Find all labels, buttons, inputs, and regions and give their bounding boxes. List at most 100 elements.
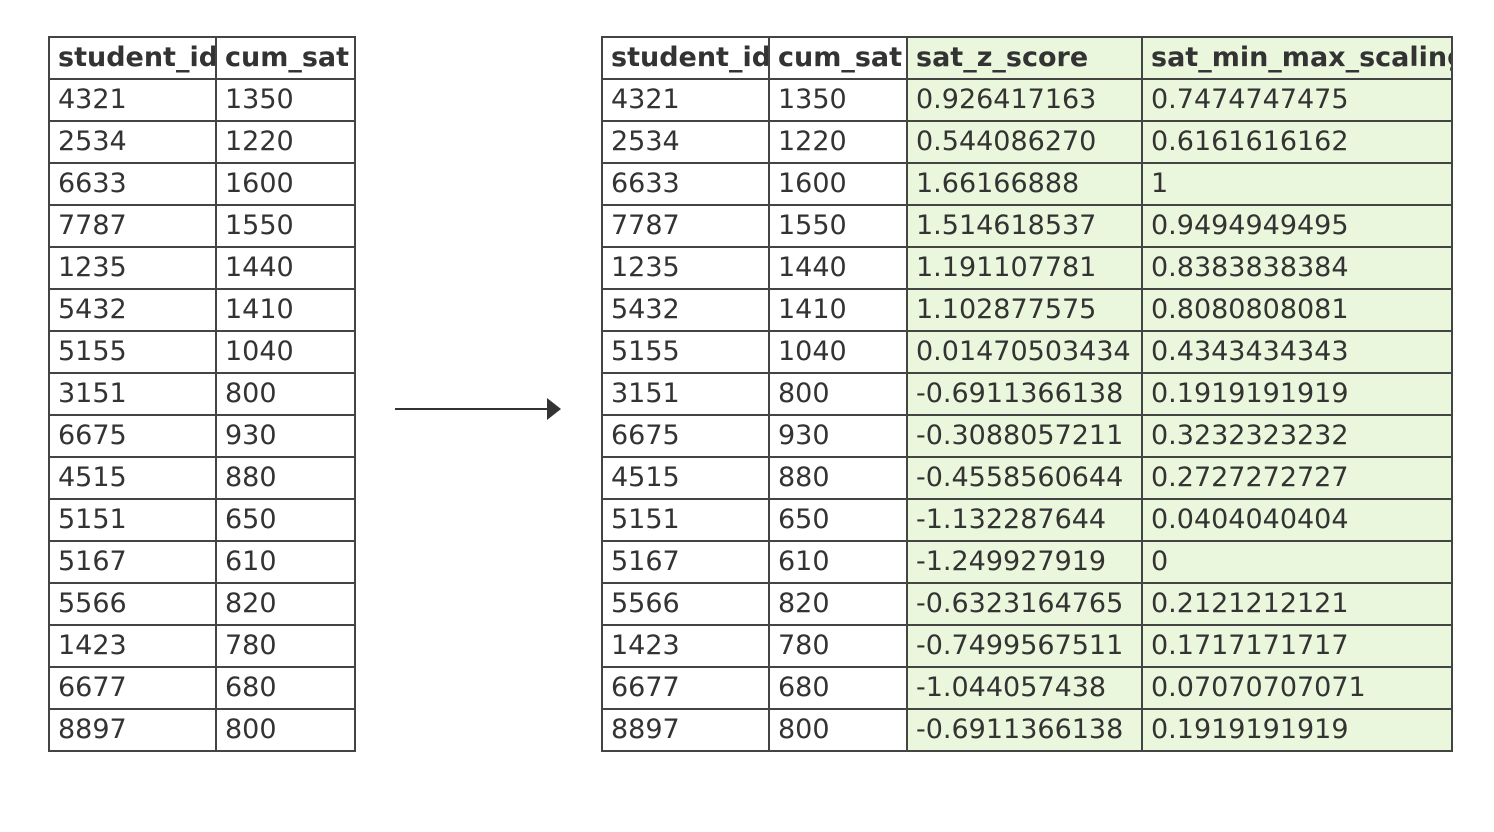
header-student-id: student_id [601,36,770,80]
sat-z-score-cell: -0.4558560644 [906,456,1143,500]
student-id-cell: 6633 [48,162,217,206]
cum-sat-cell: 780 [768,624,908,668]
sat-z-score-cell: 0.926417163 [906,78,1143,122]
sat-z-score-cell: 0.544086270 [906,120,1143,164]
sat-min-max-scaling-cell: 0.8383838384 [1141,246,1453,290]
sat-z-score-cell: -1.044057438 [906,666,1143,710]
student-id-cell: 5432 [48,288,217,332]
sat-min-max-scaling-cell: 0.3232323232 [1141,414,1453,458]
cum-sat-cell: 780 [215,624,356,668]
sat-min-max-scaling-cell: 0.1717171717 [1141,624,1453,668]
cum-sat-cell: 1350 [215,78,356,122]
cum-sat-cell: 610 [215,540,356,584]
student-id-cell: 1235 [48,246,217,290]
student-id-cell: 1423 [601,624,770,668]
student-id-cell: 5566 [601,582,770,626]
header-sat-min-max-scaling: sat_min_max_scaling [1141,36,1453,80]
student-id-cell: 1235 [601,246,770,290]
student-id-cell: 7787 [601,204,770,248]
sat-min-max-scaling-cell: 0.8080808081 [1141,288,1453,332]
cum-sat-cell: 1550 [768,204,908,248]
student-id-cell: 6633 [601,162,770,206]
cum-sat-cell: 680 [215,666,356,710]
student-id-cell: 2534 [601,120,770,164]
sat-min-max-scaling-cell: 0.1919191919 [1141,372,1453,416]
cum-sat-cell: 1600 [215,162,356,206]
sat-min-max-scaling-cell: 0.2121212121 [1141,582,1453,626]
cum-sat-cell: 1040 [215,330,356,374]
cum-sat-cell: 880 [768,456,908,500]
student-id-cell: 5432 [601,288,770,332]
cum-sat-cell: 650 [768,498,908,542]
student-id-cell: 4515 [601,456,770,500]
student-id-cell: 2534 [48,120,217,164]
student-id-cell: 8897 [48,708,217,752]
student-id-cell: 4515 [48,456,217,500]
sat-z-score-cell: -0.7499567511 [906,624,1143,668]
cum-sat-cell: 1220 [215,120,356,164]
student-id-cell: 4321 [48,78,217,122]
student-id-cell: 6677 [601,666,770,710]
cum-sat-cell: 1550 [215,204,356,248]
sat-z-score-cell: 1.102877575 [906,288,1143,332]
sat-z-score-cell: -1.249927919 [906,540,1143,584]
cum-sat-cell: 880 [215,456,356,500]
student-id-cell: 6677 [48,666,217,710]
cum-sat-cell: 1350 [768,78,908,122]
cum-sat-cell: 800 [768,372,908,416]
student-id-cell: 5566 [48,582,217,626]
cum-sat-cell: 1440 [768,246,908,290]
student-id-cell: 3151 [48,372,217,416]
student-id-cell: 5155 [601,330,770,374]
cum-sat-cell: 1040 [768,330,908,374]
cum-sat-cell: 650 [215,498,356,542]
sat-z-score-cell: -0.6911366138 [906,708,1143,752]
student-id-cell: 6675 [48,414,217,458]
student-id-cell: 6675 [601,414,770,458]
student-id-cell: 1423 [48,624,217,668]
cum-sat-cell: 800 [215,372,356,416]
student-id-cell: 5167 [601,540,770,584]
sat-min-max-scaling-cell: 0.7474747475 [1141,78,1453,122]
cum-sat-cell: 820 [768,582,908,626]
cum-sat-cell: 930 [768,414,908,458]
header-sat-z-score: sat_z_score [906,36,1143,80]
sat-min-max-scaling-cell: 0.2727272727 [1141,456,1453,500]
sat-min-max-scaling-cell: 0.07070707071 [1141,666,1453,710]
sat-z-score-cell: -0.6323164765 [906,582,1143,626]
sat-min-max-scaling-cell: 0.4343434343 [1141,330,1453,374]
header-row: student_id cum_sat sat_z_score sat_min_m… [601,36,1453,80]
student-id-cell: 5151 [48,498,217,542]
sat-min-max-scaling-cell: 0.1919191919 [1141,708,1453,752]
cum-sat-cell: 1410 [215,288,356,332]
cum-sat-cell: 820 [215,582,356,626]
arrow-right-icon [395,398,561,420]
header-cum-sat: cum_sat [768,36,908,80]
student-id-cell: 5155 [48,330,217,374]
sat-min-max-scaling-cell: 1 [1141,162,1453,206]
sat-min-max-scaling-cell: 0 [1141,540,1453,584]
cum-sat-cell: 1440 [215,246,356,290]
sat-z-score-cell: -1.132287644 [906,498,1143,542]
